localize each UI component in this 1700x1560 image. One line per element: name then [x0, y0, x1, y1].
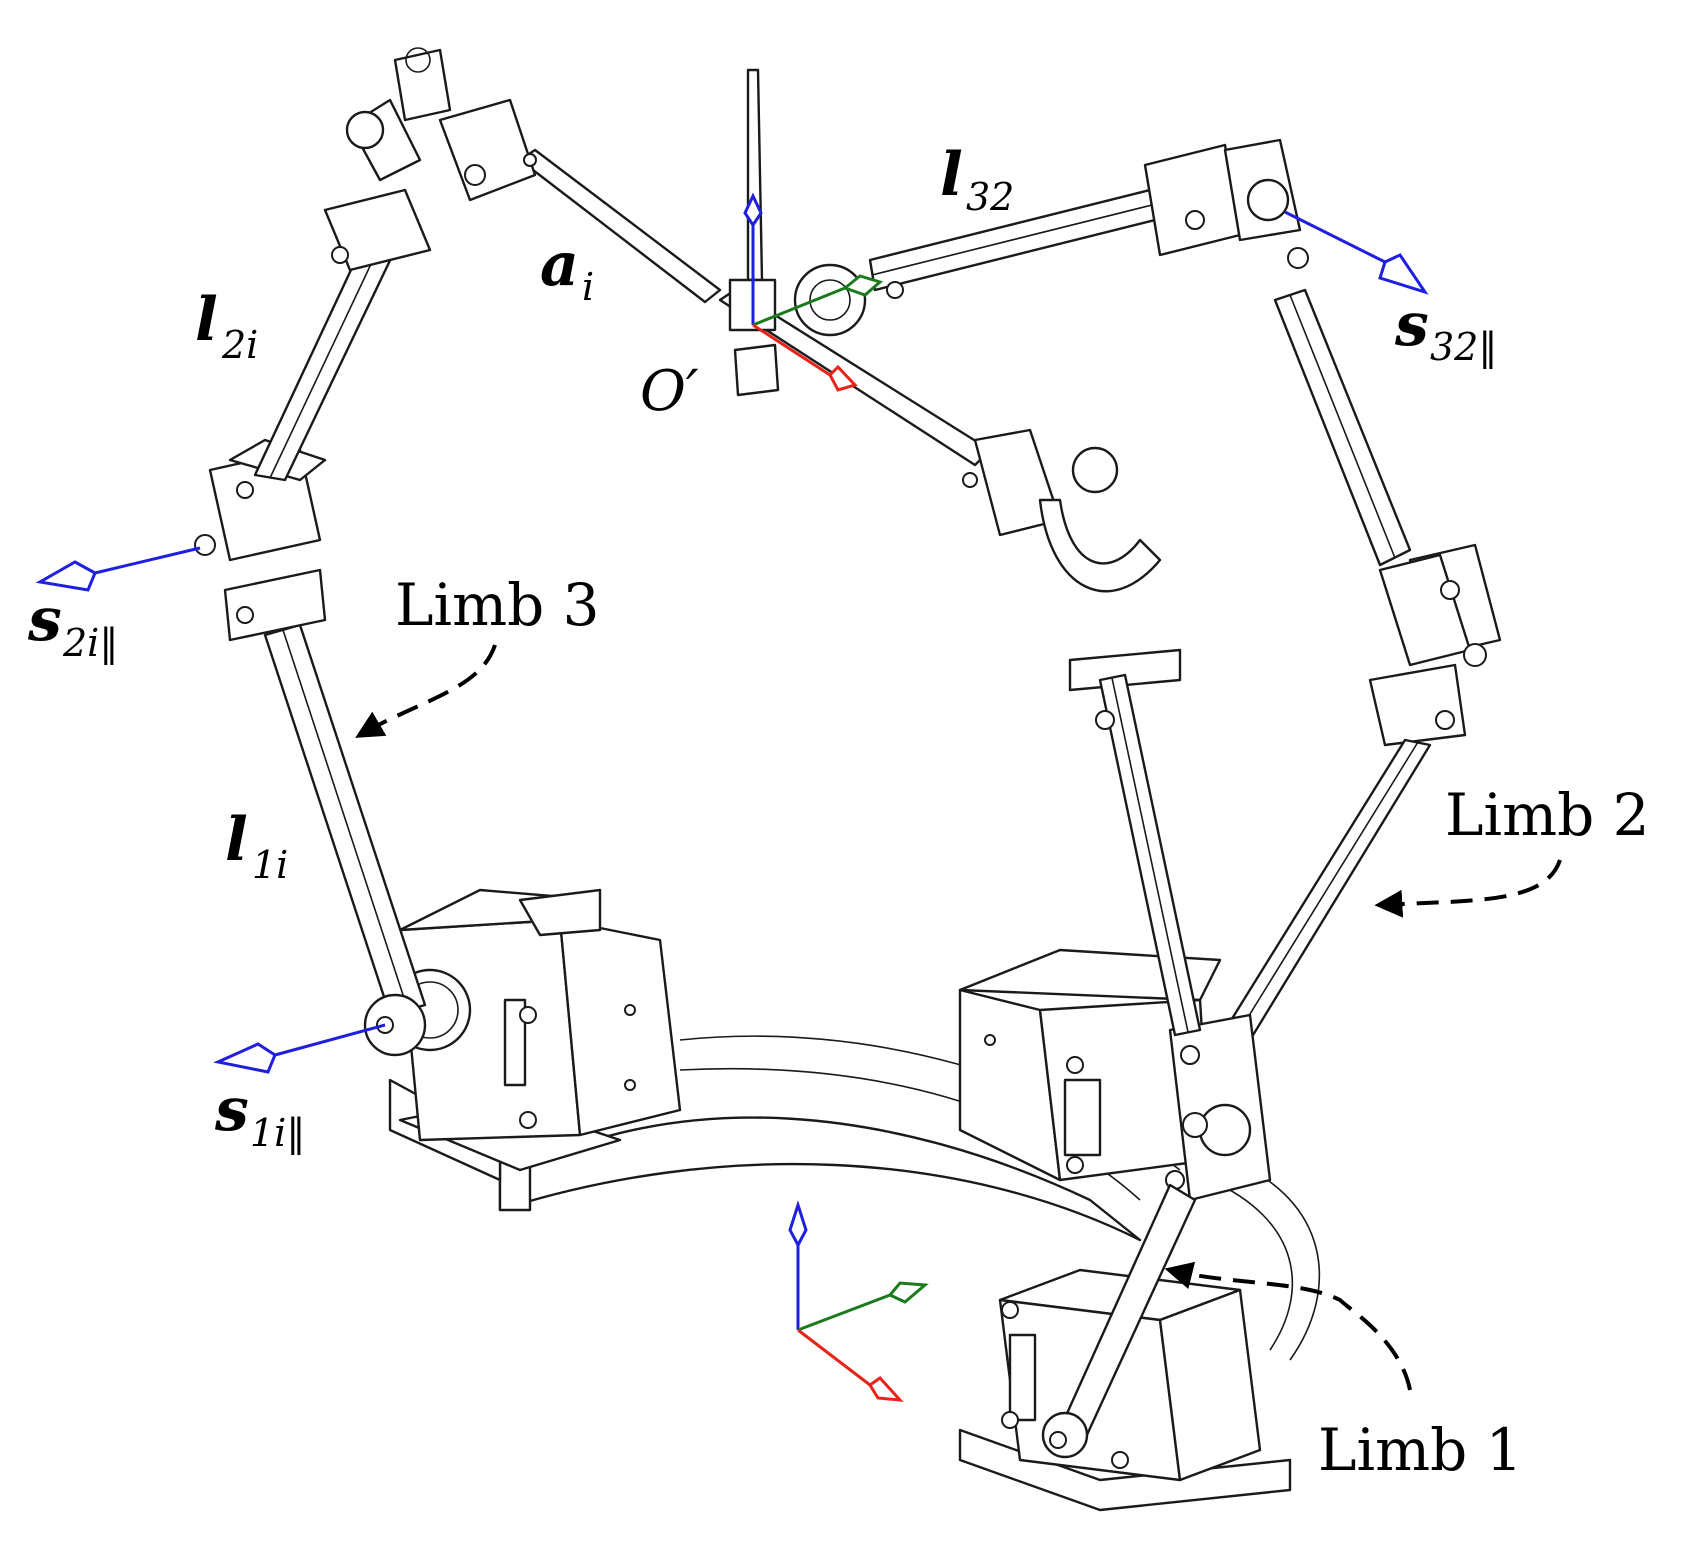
s2i-vector-icon — [35, 546, 201, 592]
label-l1i: l 1i — [225, 805, 288, 887]
svg-text:s: s — [214, 1075, 249, 1145]
svg-text:s: s — [1394, 290, 1429, 360]
s32-vector-icon — [1284, 210, 1429, 295]
upper-links — [438, 68, 1309, 692]
label-origin-o-prime: O′ — [640, 359, 699, 424]
moving-frame-icon — [743, 192, 884, 392]
label-ai: a i — [540, 230, 594, 309]
svg-text:i: i — [582, 265, 594, 309]
label-limb-1: Limb 1 — [1318, 1416, 1523, 1484]
svg-text:a: a — [540, 230, 579, 300]
limb-pointers — [355, 644, 1562, 1391]
svg-text:1i: 1i — [252, 843, 288, 887]
label-l32: l 32 — [940, 140, 1014, 219]
label-l2i: l 2i — [195, 285, 258, 367]
svg-text:l: l — [940, 140, 963, 210]
svg-text:32‖: 32‖ — [1430, 325, 1497, 369]
limb-2-structure — [1041, 288, 1502, 1459]
label-limb-3: Limb 3 — [395, 571, 600, 639]
svg-text:2i: 2i — [221, 323, 258, 367]
s1i-vector-icon — [213, 1023, 386, 1074]
svg-text:2i‖: 2i‖ — [62, 621, 118, 665]
base-frame-icon — [788, 1200, 929, 1402]
label-s1i: s 1i‖ — [214, 1075, 305, 1155]
label-limb-2: Limb 2 — [1445, 781, 1650, 849]
svg-text:32: 32 — [966, 175, 1014, 219]
svg-text:1i‖: 1i‖ — [250, 1111, 305, 1155]
svg-text:s: s — [27, 585, 62, 655]
svg-text:l: l — [195, 285, 218, 355]
servo-motor-left — [388, 888, 682, 1182]
label-s2i: s 2i‖ — [27, 585, 118, 665]
screw-vectors — [35, 210, 1429, 1074]
svg-text:l: l — [225, 805, 248, 875]
limb-3-structure — [194, 47, 452, 1057]
label-s32: s 32‖ — [1394, 290, 1497, 369]
